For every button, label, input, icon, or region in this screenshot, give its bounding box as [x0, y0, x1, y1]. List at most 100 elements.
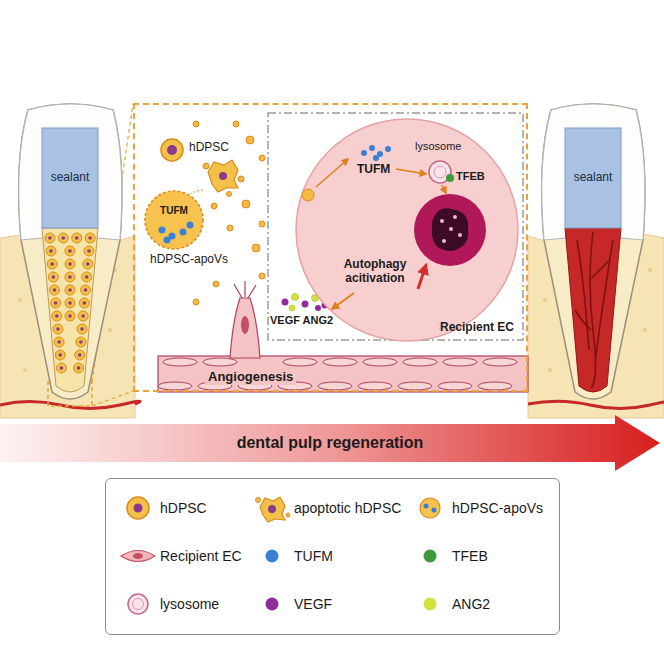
pulp-vessel	[575, 310, 591, 330]
pulp-cell	[45, 233, 55, 243]
sealant-block	[565, 128, 621, 228]
alveolar-bone	[548, 368, 552, 372]
pulp-cell	[47, 259, 57, 269]
pulp-cell	[48, 272, 58, 282]
process-caption: dental pulp regeneration	[237, 433, 424, 452]
legend-entry: ANG2	[412, 589, 490, 619]
node-text: sealant	[42, 170, 98, 184]
pulp-cell-nucleus	[48, 236, 52, 240]
pulp-vessel	[577, 240, 589, 350]
tooth-root	[19, 104, 122, 399]
apoptotic-vesicles	[242, 200, 250, 208]
apoptotic-cell	[227, 192, 232, 197]
vessel-band	[158, 356, 528, 392]
apoptotic-cell	[238, 176, 244, 182]
endothelial-cell-drawing	[449, 227, 453, 231]
tufm-dot	[373, 155, 379, 161]
vessel-band	[398, 382, 432, 390]
tooth-drawing	[19, 104, 122, 399]
pulp-cell-nucleus	[81, 314, 85, 318]
legend-text: TUFM	[294, 548, 333, 564]
pulp-cell-nucleus	[68, 288, 72, 292]
apov-drawing	[145, 191, 203, 249]
legend-entry: TFEB	[412, 541, 488, 571]
endothelial-cell-drawing	[442, 185, 446, 193]
node-outline	[8, 100, 133, 420]
pulp-cell	[58, 233, 68, 243]
apoptotic-cell	[219, 172, 227, 180]
node-text: Angiogenesis	[205, 369, 296, 385]
vessel-band	[283, 358, 317, 366]
pulp-cell-nucleus	[68, 314, 72, 318]
color-swatch	[266, 550, 279, 563]
node-text: TUFM	[357, 162, 390, 176]
node-outline	[292, 117, 524, 342]
tooth-enamel	[542, 104, 645, 240]
apoptotic-cell	[208, 160, 238, 192]
hdpsc-cell	[161, 139, 183, 161]
legend-entry: TUFM	[254, 541, 333, 571]
legend-text: hDPSC	[160, 500, 207, 516]
pulp-cell	[55, 350, 65, 360]
pulp-cell-nucleus	[87, 249, 91, 253]
vessel-band	[443, 358, 477, 366]
pulp-cell-nucleus	[49, 249, 53, 253]
pulp-cell-nucleus	[83, 301, 87, 305]
pulp-vessel	[590, 232, 596, 388]
pulp-cell-nucleus	[60, 366, 64, 370]
sealant-block	[42, 128, 98, 228]
nucleus-core	[432, 208, 468, 251]
legend-entry: hDPSC-apoVs	[412, 493, 543, 523]
tufm-dot	[369, 145, 375, 151]
legend-swatch	[412, 493, 448, 523]
node-text: hDPSC-apoVs	[150, 252, 228, 266]
growth-factor-dots	[302, 301, 309, 308]
vessel-band	[234, 281, 256, 298]
vessel-band	[158, 382, 192, 390]
tufm-dot	[187, 222, 194, 229]
pulp-cell	[77, 324, 87, 334]
endothelial-cell-drawing	[396, 169, 426, 174]
pulp-cell-nucleus	[58, 353, 62, 357]
growth-factor-dots	[282, 299, 289, 306]
alveolar-bone	[108, 328, 112, 332]
molecule-label: VEGF ANG2	[270, 314, 333, 327]
apoptotic-vesicles	[211, 203, 217, 209]
blood-vessel-line	[0, 401, 140, 408]
apoptotic-vesicles	[227, 225, 233, 231]
pulp-cell-nucleus	[52, 275, 56, 279]
vessel-band	[403, 358, 437, 366]
inset-frame	[268, 113, 523, 340]
vessel-band	[438, 382, 472, 390]
tooth-before: sealant	[8, 100, 133, 420]
progress-arrow	[0, 415, 660, 471]
legend-symbol	[432, 508, 437, 513]
apoptotic-vesicles	[213, 281, 219, 287]
legend-box: hDPSCapoptotic hDPSChDPSC-apoVsRecipient…	[105, 478, 560, 635]
lysosome-drawing	[429, 161, 454, 183]
endothelial-cell-drawing	[442, 239, 446, 243]
pulp-cell	[74, 363, 84, 373]
legend-symbol	[420, 498, 440, 518]
legend-entry: Recipient EC	[120, 541, 242, 571]
legend-symbol	[128, 594, 148, 614]
legend-swatch	[254, 589, 290, 619]
pulp-cell-nucleus	[68, 262, 72, 266]
tooth-drawing	[542, 104, 645, 399]
legend-swatch	[120, 589, 156, 619]
legend-symbol	[424, 504, 429, 509]
alveolar-bone	[23, 368, 27, 372]
tufm-dot	[385, 146, 391, 152]
hdpsc-cell	[167, 145, 177, 155]
legend-symbol	[256, 497, 291, 522]
legend-swatch	[254, 541, 290, 571]
alveolar-bone	[18, 298, 22, 302]
vessel-band	[318, 382, 352, 390]
pulp-cell	[83, 259, 93, 269]
pulp-cell	[65, 259, 75, 269]
apoptotic-vesicles	[259, 273, 265, 279]
legend-swatch	[120, 493, 156, 523]
apoptotic-cell	[203, 163, 209, 169]
legend-swatch	[254, 493, 290, 523]
